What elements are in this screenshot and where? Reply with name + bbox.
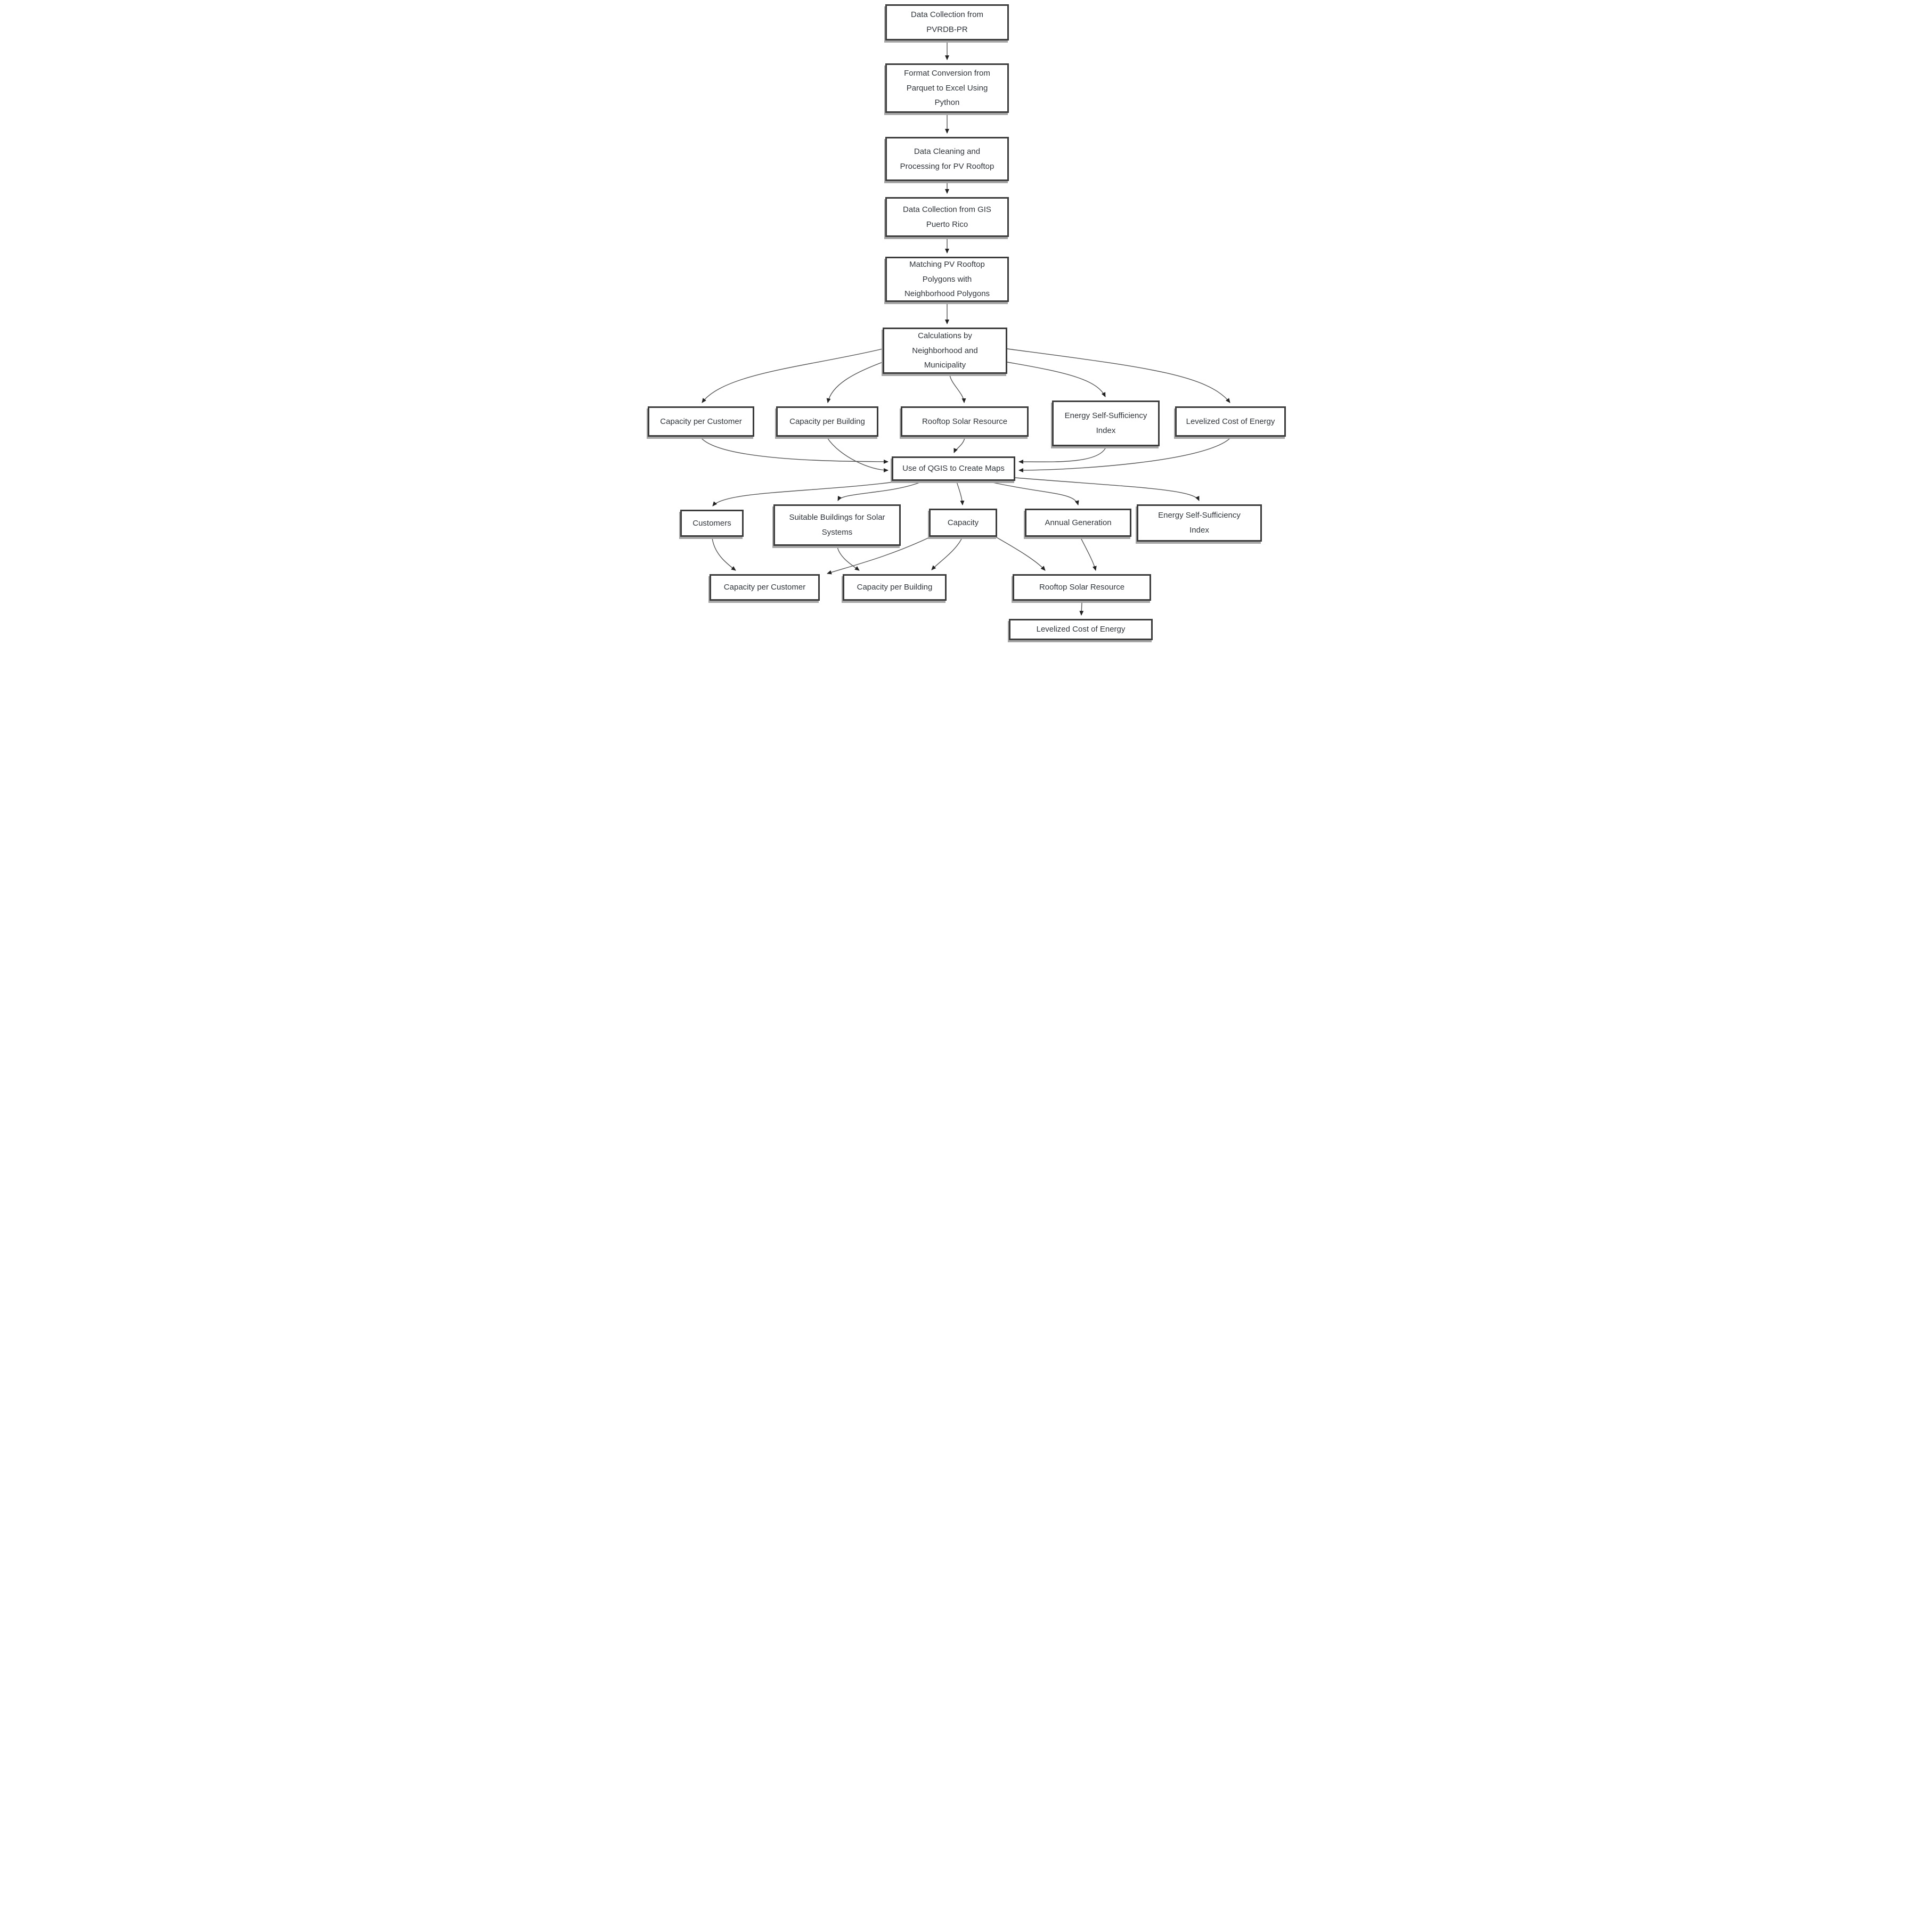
node-label: Use of QGIS to Create Maps: [902, 464, 1005, 473]
edge-calculations-to-rooftop_solar_1: [949, 374, 966, 403]
node-label: Data Collection from GIS Puerto Rico: [903, 205, 991, 229]
node-label: Levelized Cost of Energy: [1186, 416, 1275, 426]
node-label: Data Cleaning and Processing for PV Roof…: [900, 146, 994, 171]
node-collect_pvrdb: Data Collection from PVRDB-PR: [885, 4, 1009, 40]
node-format_conversion: Format Conversion from Parquet to Excel …: [885, 63, 1009, 113]
node-qgis: Use of QGIS to Create Maps: [892, 456, 1015, 481]
node-label: Capacity per Customer: [723, 583, 806, 592]
node-annual_generation: Annual Generation: [1025, 509, 1131, 537]
edge-capacity-to-cap_per_customer_2: [827, 536, 931, 575]
node-label: Suitable Buildings for Solar Systems: [789, 513, 885, 537]
edge-essi_1-to-qgis: [1018, 447, 1106, 464]
node-label: Capacity per Building: [857, 583, 933, 592]
node-cap_per_customer_2: Capacity per Customer: [710, 574, 820, 601]
edge-cap_per_building_1-to-qgis: [827, 437, 888, 472]
node-label: Capacity per Building: [789, 416, 865, 426]
edges-layer: [700, 42, 1231, 616]
edge-qgis-to-annual_generation: [990, 481, 1079, 505]
node-matching_polygons: Matching PV Rooftop Polygons with Neighb…: [885, 257, 1009, 302]
edge-customers-to-cap_per_customer_2: [712, 537, 736, 571]
node-label: Rooftop Solar Resource: [922, 416, 1008, 426]
edge-calculations-to-essi_1: [1007, 362, 1106, 397]
node-data_cleaning: Data Cleaning and Processing for PV Roof…: [885, 137, 1009, 181]
node-suitable_buildings: Suitable Buildings for Solar Systems: [773, 504, 901, 546]
edge-calculations-to-cap_per_building_1: [826, 362, 883, 403]
node-label: Capacity: [947, 518, 979, 527]
edge-rooftop_solar_1-to-qgis: [953, 437, 965, 453]
node-label: Customers: [692, 518, 731, 528]
node-cap_per_customer_1: Capacity per Customer: [648, 406, 754, 437]
node-lcoe_1: Levelized Cost of Energy: [1175, 406, 1286, 437]
edge-qgis-to-customers: [712, 481, 895, 506]
node-essi_2: Energy Self-Sufficiency Index: [1137, 504, 1262, 542]
edge-qgis-to-suitable_buildings: [837, 481, 922, 501]
edge-capacity-to-cap_per_building_2: [931, 537, 963, 570]
node-cap_per_building_1: Capacity per Building: [776, 406, 878, 437]
flowchart: Data Collection from PVRDB-PR Format Conv…: [644, 0, 1288, 643]
node-label: Matching PV Rooftop Polygons with Neighb…: [904, 259, 990, 299]
node-capacity: Capacity: [929, 509, 997, 537]
node-collect_gis: Data Collection from GIS Puerto Rico: [885, 197, 1009, 237]
node-label: Energy Self-Sufficiency Index: [1064, 411, 1147, 435]
edge-annual_generation-to-rooftop_solar_2: [1080, 537, 1097, 571]
edge-lcoe_1-to-qgis: [1018, 437, 1231, 472]
node-essi_1: Energy Self-Sufficiency Index: [1052, 400, 1160, 446]
node-label: Energy Self-Sufficiency Index: [1158, 511, 1241, 535]
edge-cap_per_customer_1-to-qgis: [700, 437, 888, 464]
node-calculations: Calculations by Neighborhood and Municip…: [883, 328, 1007, 374]
edge-calculations-to-lcoe_1: [1007, 348, 1230, 403]
edge-rooftop_solar_2-to-lcoe_2: [1079, 602, 1084, 616]
node-rooftop_solar_2: Rooftop Solar Resource: [1013, 574, 1151, 601]
node-label: Data Collection from PVRDB-PR: [911, 10, 983, 34]
node-rooftop_solar_1: Rooftop Solar Resource: [901, 406, 1029, 437]
node-label: Rooftop Solar Resource: [1039, 583, 1125, 592]
node-label: Capacity per Customer: [660, 416, 742, 426]
edge-qgis-to-capacity: [956, 481, 965, 505]
node-label: Levelized Cost of Energy: [1036, 625, 1126, 634]
edge-suitable_buildings-to-cap_per_building_2: [837, 546, 860, 571]
edge-qgis-to-essi_2: [1015, 477, 1200, 501]
edge-calculations-to-cap_per_customer_1: [702, 348, 883, 403]
node-cap_per_building_2: Capacity per Building: [843, 574, 947, 601]
node-customers: Customers: [680, 510, 744, 537]
node-label: Annual Generation: [1045, 518, 1112, 527]
node-label: Calculations by Neighborhood and Municip…: [912, 331, 978, 370]
edge-capacity-to-rooftop_solar_2: [995, 536, 1046, 571]
node-label: Format Conversion from Parquet to Excel …: [904, 68, 990, 108]
node-lcoe_2: Levelized Cost of Energy: [1009, 619, 1153, 640]
